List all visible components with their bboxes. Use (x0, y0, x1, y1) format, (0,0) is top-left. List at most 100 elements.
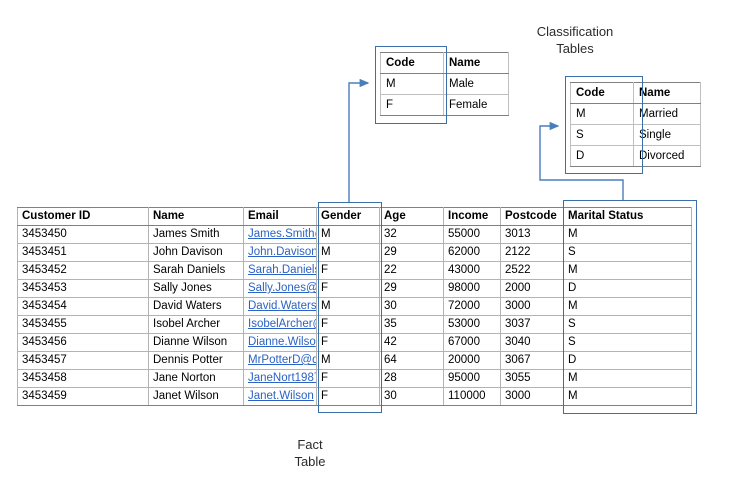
cell-age: 29 (379, 243, 444, 262)
cell-name: Divorced (633, 145, 701, 167)
table-row: 3453456 Dianne Wilson Dianne.Wilso F 42 … (17, 333, 692, 352)
cell-income: 55000 (443, 225, 501, 244)
cell-marital-status: D (563, 351, 692, 370)
cell-age: 42 (379, 333, 444, 352)
fact-table: Customer ID Name Email Gender Age Income… (17, 207, 692, 406)
email-link[interactable]: IsobelArcher@ (248, 318, 316, 330)
email-link[interactable]: Dianne.Wilso (248, 336, 316, 348)
cell-marital-status: S (563, 315, 692, 334)
cell-age: 35 (379, 315, 444, 334)
cell-age: 64 (379, 351, 444, 370)
table-header-row: Code Name (380, 52, 509, 74)
cell-code: S (570, 124, 634, 146)
connector-gender-to-lookup (348, 78, 370, 202)
cell-name: Isobel Archer (148, 315, 244, 334)
cell-postcode: 3000 (500, 387, 564, 406)
gender-classification-table: Code Name M Male F Female (380, 52, 509, 116)
cell-income: 98000 (443, 279, 501, 298)
classification-tables-label: Classification Tables (536, 24, 614, 56)
cell-name: Sarah Daniels (148, 261, 244, 280)
cell-customer-id: 3453452 (17, 261, 149, 280)
cell-customer-id: 3453453 (17, 279, 149, 298)
table-row: 3453458 Jane Norton JaneNort1987 F 28 95… (17, 369, 692, 388)
cell-name: Jane Norton (148, 369, 244, 388)
cell-email: Dianne.Wilso (243, 333, 317, 352)
cell-gender: M (316, 297, 380, 316)
cell-age: 29 (379, 279, 444, 298)
cell-marital-status: M (563, 225, 692, 244)
cell-email: Sally.Jones@g (243, 279, 317, 298)
email-link[interactable]: David.Waters (248, 300, 317, 312)
cell-customer-id: 3453455 (17, 315, 149, 334)
email-link[interactable]: John.Davison (248, 246, 317, 258)
table-row: 3453457 Dennis Potter MrPotterD@d M 64 2… (17, 351, 692, 370)
fact-table-body: 3453450 James Smith James.Smith@ M 32 55… (17, 225, 692, 406)
cell-income: 67000 (443, 333, 501, 352)
cell-name: Female (443, 94, 509, 116)
cell-age: 28 (379, 369, 444, 388)
cell-name: Single (633, 124, 701, 146)
email-link[interactable]: MrPotterD@d (248, 354, 317, 366)
email-link[interactable]: James.Smith@ (248, 228, 316, 240)
table-header-row: Code Name (570, 82, 701, 104)
cell-email: David.Waters (243, 297, 317, 316)
cell-email: Janet.Wilson (243, 387, 317, 406)
cell-marital-status: D (563, 279, 692, 298)
cell-customer-id: 3453459 (17, 387, 149, 406)
cell-name: David Waters (148, 297, 244, 316)
cell-name: Dennis Potter (148, 351, 244, 370)
cell-customer-id: 3453454 (17, 297, 149, 316)
table-header-row: Customer ID Name Email Gender Age Income… (17, 207, 692, 226)
cell-code: D (570, 145, 634, 167)
cell-income: 62000 (443, 243, 501, 262)
cell-gender: M (316, 243, 380, 262)
table-row: M Male (380, 73, 509, 95)
table-row: 3453450 James Smith James.Smith@ M 32 55… (17, 225, 692, 244)
cell-postcode: 3000 (500, 297, 564, 316)
column-header-income: Income (443, 207, 501, 226)
column-header-marital-status: Marital Status (563, 207, 692, 226)
email-link[interactable]: Sally.Jones@g (248, 282, 317, 294)
cell-income: 110000 (443, 387, 501, 406)
column-header-code: Code (570, 82, 634, 104)
table-row: 3453455 Isobel Archer IsobelArcher@ F 35… (17, 315, 692, 334)
cell-code: M (570, 103, 634, 125)
table-row: 3453451 John Davison John.Davison M 29 6… (17, 243, 692, 262)
cell-postcode: 3040 (500, 333, 564, 352)
cell-name: Male (443, 73, 509, 95)
cell-income: 72000 (443, 297, 501, 316)
column-header-age: Age (379, 207, 444, 226)
cell-email: John.Davison (243, 243, 317, 262)
cell-income: 95000 (443, 369, 501, 388)
cell-marital-status: M (563, 369, 692, 388)
cell-age: 22 (379, 261, 444, 280)
cell-income: 43000 (443, 261, 501, 280)
column-header-name: Name (443, 52, 509, 74)
fact-table-label: Fact Table (294, 437, 326, 469)
table-row: S Single (570, 124, 701, 146)
cell-name: Janet Wilson (148, 387, 244, 406)
cell-marital-status: S (563, 243, 692, 262)
column-header-code: Code (380, 52, 444, 74)
cell-marital-status: S (563, 333, 692, 352)
cell-age: 30 (379, 387, 444, 406)
cell-postcode: 3055 (500, 369, 564, 388)
column-header-name: Name (148, 207, 244, 226)
cell-gender: F (316, 369, 380, 388)
column-header-customer-id: Customer ID (17, 207, 149, 226)
column-header-name: Name (633, 82, 701, 104)
cell-name: Dianne Wilson (148, 333, 244, 352)
email-link[interactable]: Janet.Wilson (248, 390, 314, 402)
cell-customer-id: 3453451 (17, 243, 149, 262)
email-link[interactable]: Sarah.Daniels (248, 264, 317, 276)
cell-age: 30 (379, 297, 444, 316)
table-row: 3453453 Sally Jones Sally.Jones@g F 29 9… (17, 279, 692, 298)
cell-name: James Smith (148, 225, 244, 244)
cell-gender: M (316, 225, 380, 244)
cell-gender: F (316, 387, 380, 406)
cell-email: James.Smith@ (243, 225, 317, 244)
cell-customer-id: 3453457 (17, 351, 149, 370)
email-link[interactable]: JaneNort1987 (248, 372, 317, 384)
cell-marital-status: M (563, 297, 692, 316)
cell-income: 53000 (443, 315, 501, 334)
